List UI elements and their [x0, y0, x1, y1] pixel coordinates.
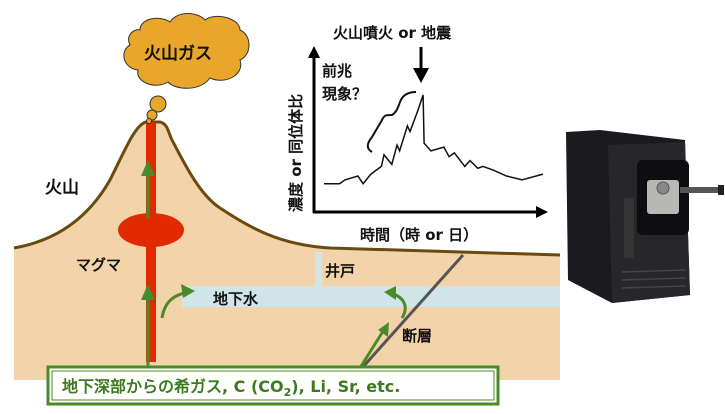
event-label: 火山噴火 or 地震: [333, 24, 452, 42]
precursor-label-1: 前兆: [322, 62, 352, 80]
volcanic-gas-cloud: [123, 13, 250, 124]
arrowheads: [141, 160, 396, 337]
well-label: 井戸: [325, 262, 355, 280]
chart: 火山噴火 or 地震 前兆 現象？ 濃度 or 同位体比 時間（時 or 日）: [287, 24, 548, 244]
source-box-text: 地下深部からの希ガス, C (CO2), Li, Sr, etc.: [62, 377, 400, 399]
x-axis-label: 時間（時 or 日）: [360, 226, 478, 244]
precursor-label-2: 現象？: [322, 85, 367, 103]
x-axis-arrow: [536, 206, 548, 218]
fault-label: 断層: [402, 327, 432, 345]
magma-chamber: [118, 213, 184, 247]
event-arrowhead: [413, 68, 429, 83]
y-axis-label: 濃度 or 同位体比: [287, 94, 305, 212]
groundwater-label: 地下水: [213, 290, 259, 308]
instrument-photo: [566, 130, 724, 303]
precursor-brace: [366, 91, 417, 153]
data-line: [324, 94, 544, 185]
fault-line: [360, 254, 465, 369]
volcanic-gas-label: 火山ガス: [144, 44, 212, 64]
magma-label: マグマ: [76, 256, 121, 274]
source-box-outer: [46, 365, 500, 406]
ground-surface-outline: [13, 120, 561, 257]
groundwater-layer: [182, 286, 560, 307]
well: [315, 252, 322, 288]
source-box-inner: [51, 370, 495, 401]
y-axis-arrow: [308, 46, 320, 58]
volcano-label: 火山: [45, 178, 79, 198]
